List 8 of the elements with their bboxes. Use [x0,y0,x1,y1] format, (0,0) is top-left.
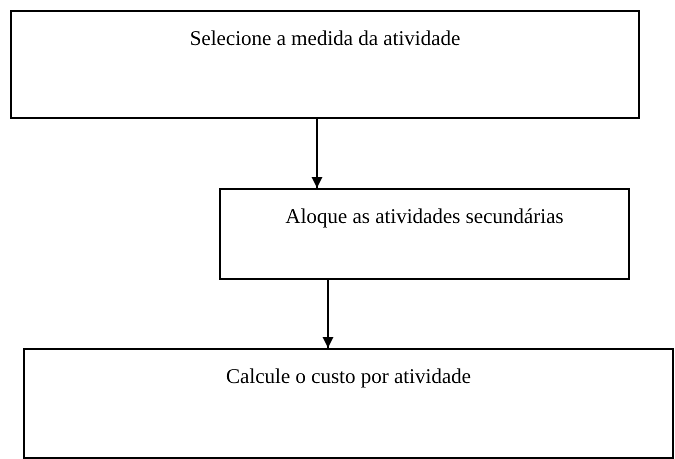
process-box [23,348,674,459]
step-label: Selecione a medida da atividade [188,26,462,51]
step-label: Aloque as atividades secundárias [284,204,565,229]
process-box [219,188,630,280]
arrow [322,280,334,348]
arrow [312,119,322,188]
step-label: Calcule o custo por atividade [225,364,472,389]
process-box [10,10,640,119]
